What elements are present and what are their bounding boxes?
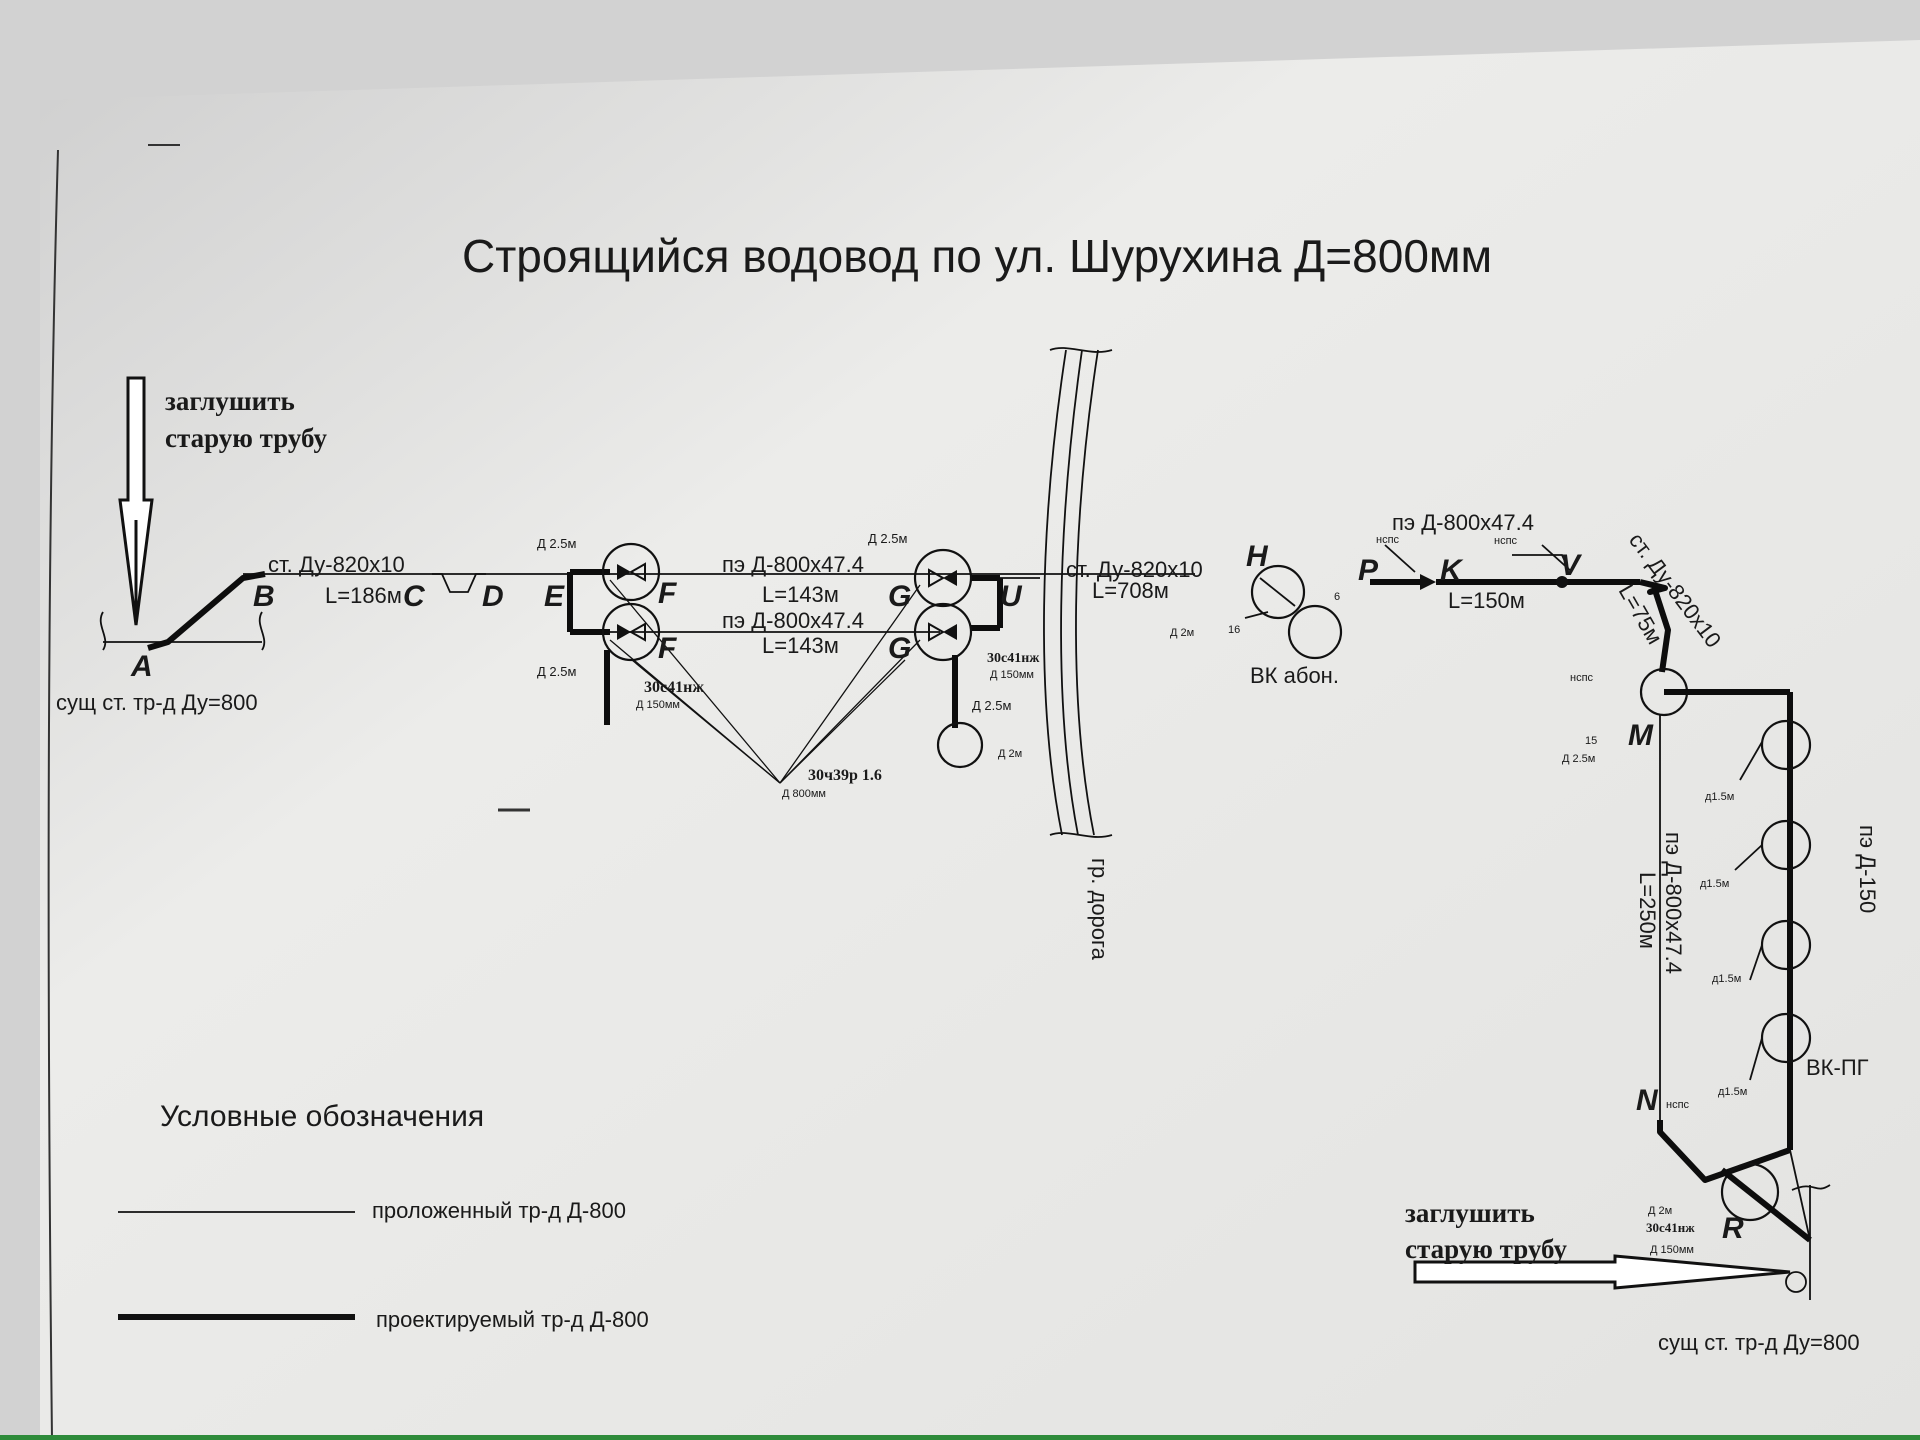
valve-30ch39: 30ч39р 1.6 (808, 767, 882, 784)
n15-m: 15 (1585, 735, 1597, 747)
d150-f: Д 150мм (636, 699, 680, 711)
n6-h: 6 (1334, 591, 1340, 603)
node-a: A (130, 650, 153, 683)
valve-30c41-r: 30с41нж (1646, 1220, 1695, 1235)
existing-pipe-right: сущ ст. тр-д Ду=800 (1658, 1330, 1860, 1355)
plug-arrow-bottom (1413, 1254, 1791, 1290)
d15-branch-3: д1.5м (1712, 973, 1741, 985)
ab-len: L=186м (325, 583, 402, 608)
legend-designed-label: проектируемый тр-д Д-800 (376, 1307, 649, 1332)
uh-spec: ст. Ду-820х10 (1066, 557, 1203, 582)
node-n: N (1636, 1084, 1659, 1117)
node-u: U (1000, 580, 1023, 613)
d25-g-bottom: Д 2.5м (972, 698, 1011, 713)
pk-spec: пэ Д-800х47.4 (1392, 510, 1534, 535)
branch-hydrants (1734, 719, 1812, 1081)
plug-arrow-top (118, 376, 154, 626)
d800-label: Д 800мм (782, 788, 826, 800)
road-label: гр. дорога (1087, 858, 1112, 961)
valve-30c41-g: 30с41нж (987, 651, 1040, 666)
d150-g: Д 150мм (990, 669, 1034, 681)
valve-f-lower (601, 602, 661, 662)
node-c: C (403, 580, 426, 613)
d25-g-top: Д 2.5м (868, 531, 907, 546)
plug-top-line1: заглушить (165, 386, 295, 416)
n16-h: 16 (1228, 624, 1240, 636)
node-m: M (1628, 719, 1654, 752)
valve-30c41-f: 30с41нж (644, 679, 704, 696)
node-k: K (1440, 554, 1464, 587)
legend-laid-label: проложенный тр-д Д-800 (372, 1198, 626, 1223)
legend-title: Условные обозначения (160, 1100, 484, 1133)
drain-lines (609, 579, 921, 784)
ab-spec: ст. Ду-820х10 (268, 552, 405, 577)
node-r: R (1722, 1212, 1744, 1245)
d2-h: Д 2м (1170, 627, 1194, 639)
plug-bottom-line1: заглушить (1405, 1198, 1535, 1228)
node-g-upper: G (888, 580, 911, 613)
d15-branch-4: д1.5м (1718, 1086, 1747, 1098)
nsps-m: нспс (1570, 672, 1594, 684)
node-g-lower: G (888, 632, 911, 665)
node-d: D (482, 580, 504, 613)
kv-len: L=150м (1448, 588, 1525, 613)
node-h: H (1246, 540, 1269, 573)
plug-top-line2: старую трубу (165, 423, 327, 453)
ef-lower-len: L=143м (762, 633, 839, 658)
d2-g: Д 2м (998, 748, 1022, 760)
node-v: V (1560, 549, 1583, 582)
d15-branch-2: д1.5м (1700, 878, 1729, 890)
nsps-v: нспс (1494, 535, 1518, 547)
nsps-n: нспс (1666, 1099, 1690, 1111)
nsps-p: нспс (1376, 534, 1400, 546)
ef-lower-spec: пэ Д-800х47.4 (722, 608, 864, 633)
d25-m: Д 2.5м (1562, 753, 1595, 765)
page-title: Строящийся водовод по ул. Шурухина Д=800… (462, 230, 1492, 282)
mn-len: L=250м (1635, 872, 1660, 949)
node-e: E (544, 580, 565, 613)
d2-r: Д 2м (1648, 1205, 1672, 1217)
node-f-lower: F (658, 632, 677, 665)
node-b: B (253, 580, 275, 613)
vk-abon-label: ВК абон. (1250, 663, 1339, 688)
vk-abon-node (1244, 564, 1343, 660)
valve-g-lower (913, 602, 973, 662)
d15-branch-1: д1.5м (1705, 791, 1734, 803)
vk-pg-label: ВК-ПГ (1806, 1055, 1869, 1080)
mn-spec: пэ Д-800х47.4 (1661, 832, 1686, 974)
existing-pipe-left: сущ ст. тр-д Ду=800 (56, 690, 258, 715)
valve-g-upper (913, 548, 973, 608)
plug-bottom-line2: старую трубу (1405, 1234, 1567, 1264)
valve-f-upper (601, 542, 661, 602)
uh-len: L=708м (1092, 578, 1169, 603)
d150-r: Д 150мм (1650, 1244, 1694, 1256)
node-f-upper: F (658, 577, 677, 610)
paper-edge (47, 149, 59, 1440)
ef-upper-spec: пэ Д-800х47.4 (722, 552, 864, 577)
d25-e-top: Д 2.5м (537, 536, 576, 551)
road (1043, 347, 1113, 838)
branch-spec: пэ Д-150 (1855, 825, 1880, 913)
d25-e-bottom: Д 2.5м (537, 664, 576, 679)
paper-sheet (40, 40, 1920, 1440)
ef-upper-len: L=143м (762, 582, 839, 607)
node-p: P (1358, 554, 1379, 587)
